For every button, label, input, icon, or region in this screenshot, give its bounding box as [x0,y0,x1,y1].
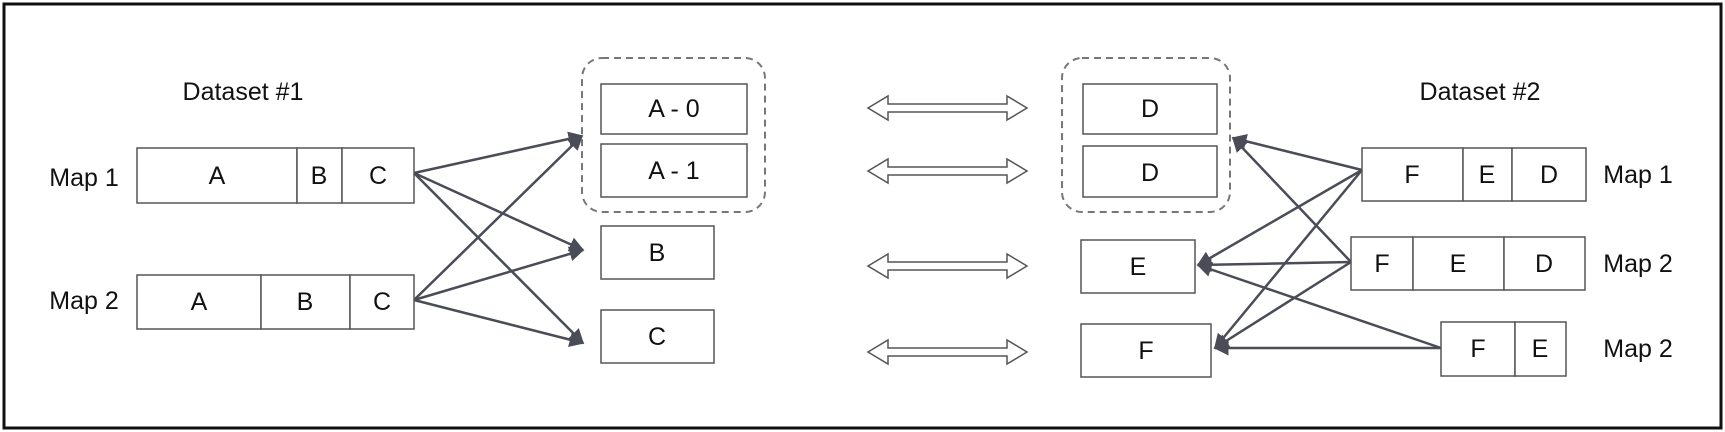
right-partition-e-text: E [1130,253,1147,281]
left-map-2-row: A B C [136,274,415,330]
right-map-3-label: Map 2 [1603,335,1672,363]
right-partition-f [1080,323,1212,378]
right-map-2-to-d-arrow [1231,136,1352,263]
double-arrows [866,94,1029,366]
double-arrow-2-icon [866,157,1029,185]
right-map-1-to-f-arrow [1214,169,1363,350]
left-map-1-cell-c [341,147,415,204]
right-map-1-cell-e-text: E [1479,161,1496,189]
left-map-1-row: A B C [136,147,415,204]
left-map-2-cell-a-text: A [191,288,208,316]
left-partition-b-text: B [649,239,666,267]
left-map-1-cell-a [136,147,298,204]
right-map-1-cell-e [1462,147,1513,202]
left-map-2-to-b-arrow [413,246,585,302]
right-map-2-cell-d [1503,236,1586,291]
right-map-3-cell-e [1514,321,1567,377]
left-map-1-label: Map 1 [49,164,118,192]
left-map-2-label: Map 2 [49,287,118,315]
left-map-2-cell-b-text: B [297,288,314,316]
right-partition-d1 [1082,83,1218,135]
right-map-1-row: F E D [1361,147,1587,202]
right-map-1-to-d-arrow [1231,133,1363,172]
right-map-2-row: F E D [1350,236,1586,291]
partition-group-right [1061,57,1231,213]
right-partition-d2-text: D [1141,159,1159,187]
right-map-1-cell-f [1361,147,1464,202]
right-map-2-cell-d-text: D [1535,250,1553,278]
right-map-2-cell-e-text: E [1450,250,1467,278]
right-map-2-label: Map 2 [1603,250,1672,278]
right-map-3-row: F E [1440,321,1567,377]
right-partition-d1-text: D [1141,95,1159,123]
double-arrow-1-icon [866,94,1029,122]
double-arrow-3-icon [866,252,1029,280]
partition-group-left [581,57,766,213]
left-map-1-cell-b-text: B [311,162,328,190]
right-map-1-cell-f-text: F [1404,161,1419,189]
left-map-1-cell-a-text: A [209,162,226,190]
left-partition-a0 [600,83,748,135]
left-map-2-cell-c-text: C [373,288,391,316]
left-partition-c-text: C [648,323,666,351]
right-partition-e [1080,239,1196,294]
right-map-2-cell-f-text: F [1374,250,1389,278]
right-map-2-to-e-arrow [1196,257,1352,273]
left-partition-c [600,309,715,364]
double-arrow-4-icon [866,338,1029,366]
right-map-2-cell-f [1350,236,1414,291]
right-map-1-cell-d-text: D [1540,161,1558,189]
right-map-1-to-e-arrow [1196,168,1363,267]
right-map-3-cell-f-text: F [1470,335,1485,363]
right-map-3-cell-e-text: E [1532,335,1549,363]
right-map-1-label: Map 1 [1603,161,1672,189]
left-map-1-to-a0-arrow [413,131,584,175]
right-partition-d2 [1082,145,1218,198]
left-map-2-cell-c [349,274,415,330]
right-partition-f-text: F [1138,337,1153,365]
dataset-1-title: Dataset #1 [183,78,304,106]
left-map-1-cell-c-text: C [369,162,387,190]
right-map-3-cell-f [1440,321,1516,377]
left-partition-a0-text: A - 0 [648,95,699,123]
left-partition-b [600,225,715,280]
left-map-2-to-a0-arrow [413,134,584,301]
left-partition-a1-text: A - 1 [648,157,699,185]
left-map-2-to-c-arrow [413,298,585,347]
right-map-3-to-e-arrow [1196,262,1442,350]
dataset-2-title: Dataset #2 [1420,78,1541,106]
right-map-2-to-f-arrow [1213,260,1352,350]
shuffle-arrows [413,131,1442,356]
left-map-1-to-c-arrow [413,172,585,345]
left-map-1-to-b-arrow [413,171,585,252]
left-partition-a1 [600,143,748,198]
right-map-2-cell-e [1412,236,1505,291]
right-map-1-cell-d [1511,147,1587,202]
